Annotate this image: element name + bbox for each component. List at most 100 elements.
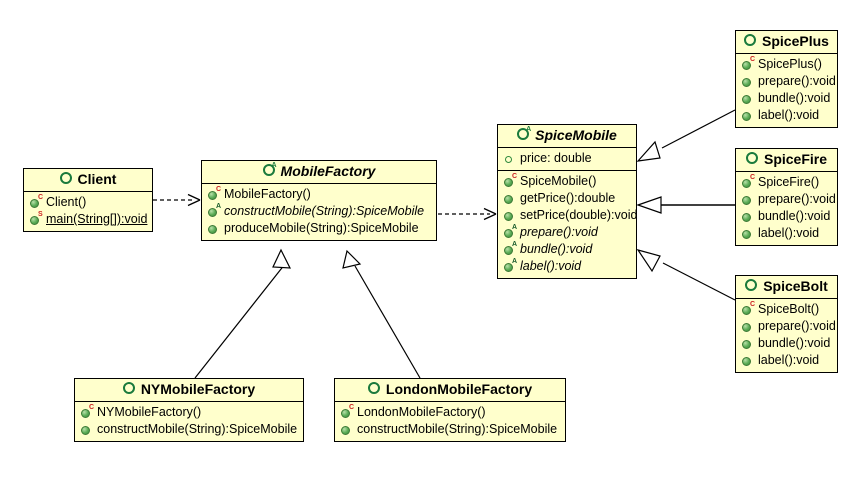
member-public-icon (741, 354, 756, 368)
member-row[interactable]: C LondonMobileFactory() (338, 404, 562, 421)
class-header-client: Client (24, 169, 152, 192)
member-label: bundle():void (758, 209, 831, 223)
member-label: Client() (46, 195, 87, 209)
class-icon (744, 34, 759, 48)
member-label: main(String[]):void (46, 212, 148, 226)
member-row[interactable]: C SpicePlus() (739, 56, 834, 73)
member-label: bundle():void (520, 242, 593, 256)
member-label: prepare():void (758, 192, 836, 206)
member-public-icon (741, 75, 756, 89)
member-row[interactable]: prepare():void (739, 318, 836, 335)
member-constructor-icon: C (503, 173, 518, 189)
methods-compartment: C SpicePlus() prepare():void bundle():vo… (736, 54, 837, 127)
member-row[interactable]: A label():void (501, 258, 633, 275)
member-row[interactable]: getPrice():double (501, 190, 633, 207)
member-public-icon (741, 193, 756, 207)
member-row[interactable]: constructMobile(String):SpiceMobile (78, 421, 300, 438)
member-row[interactable]: S main(String[]):void (27, 211, 149, 228)
member-protected-icon (503, 152, 518, 166)
member-label: label():void (758, 108, 820, 122)
class-icon (122, 382, 138, 396)
member-row[interactable]: C NYMobileFactory() (78, 404, 300, 421)
member-row[interactable]: A prepare():void (501, 224, 633, 241)
member-row[interactable]: bundle():void (739, 335, 834, 352)
member-row[interactable]: prepare():void (739, 191, 836, 208)
member-public-icon (340, 423, 355, 437)
class-name-label: SpicePlus (762, 33, 829, 49)
class-box-nymobilefactory[interactable]: NYMobileFactory C NYMobileFactory() cons… (74, 378, 304, 442)
member-label: SpicePlus() (758, 57, 822, 71)
member-row[interactable]: A constructMobile(String):SpiceMobile (205, 203, 433, 220)
member-label: constructMobile(String):SpiceMobile (224, 204, 425, 218)
member-constructor-icon: C (29, 194, 44, 210)
member-row[interactable]: constructMobile(String):SpiceMobile (338, 421, 562, 438)
member-label: produceMobile(String):SpiceMobile (224, 221, 419, 235)
member-row[interactable]: label():void (739, 352, 834, 369)
member-row[interactable]: C MobileFactory() (205, 186, 433, 203)
methods-compartment: C SpiceMobile() getPrice():double setPri… (498, 170, 637, 278)
member-row[interactable]: produceMobile(String):SpiceMobile (205, 220, 433, 237)
member-label: label():void (758, 353, 820, 367)
member-row[interactable]: label():void (739, 107, 834, 124)
class-name-label: SpiceBolt (763, 278, 828, 294)
class-box-spicefire[interactable]: SpiceFire C SpiceFire() prepare():void b… (735, 148, 838, 246)
member-abstract-icon: A (503, 224, 518, 240)
member-label: setPrice(double):void (520, 208, 638, 222)
member-row[interactable]: setPrice(double):void (501, 207, 637, 224)
fields-compartment: price: double (498, 148, 636, 170)
member-label: MobileFactory() (224, 187, 311, 201)
class-name-label: Client (77, 171, 117, 187)
member-public-icon (741, 92, 756, 106)
member-public-icon (80, 423, 95, 437)
class-icon (367, 382, 383, 396)
member-label: prepare():void (520, 225, 598, 239)
member-public-icon (741, 337, 756, 351)
member-row[interactable]: C SpiceMobile() (501, 173, 633, 190)
connector-mobilefactory-to-spicemobile (438, 207, 497, 221)
class-header-nymobilefactory: NYMobileFactory (75, 379, 303, 402)
connector-nymobilefactory-to-mobilefactory (194, 248, 292, 379)
methods-compartment: C LondonMobileFactory() constructMobile(… (335, 402, 565, 441)
member-row[interactable]: C SpiceBolt() (739, 301, 834, 318)
member-label: NYMobileFactory() (97, 405, 202, 419)
methods-compartment: C NYMobileFactory() constructMobile(Stri… (75, 402, 303, 441)
class-box-spicebolt[interactable]: SpiceBolt C SpiceBolt() prepare():void b… (735, 275, 838, 373)
member-row[interactable]: label():void (739, 225, 834, 242)
class-box-client[interactable]: Client C Client() S main(String[]):void (23, 168, 153, 232)
abstract-class-icon: A (262, 162, 278, 178)
member-label: LondonMobileFactory() (357, 405, 486, 419)
member-row[interactable]: prepare():void (739, 73, 836, 90)
member-label: bundle():void (758, 91, 831, 105)
member-label: SpiceFire() (758, 175, 820, 189)
class-header-londonmobilefactory: LondonMobileFactory (335, 379, 565, 402)
class-name-label: LondonMobileFactory (385, 381, 533, 397)
class-icon (745, 152, 761, 166)
member-label: SpiceMobile() (520, 174, 597, 188)
member-row[interactable]: C Client() (27, 194, 149, 211)
member-label: SpiceBolt() (758, 302, 820, 316)
member-constructor-icon: C (741, 174, 756, 190)
member-abstract-icon: A (503, 241, 518, 257)
connector-spicebolt-to-spicemobile (636, 248, 736, 301)
class-box-spiceplus[interactable]: SpicePlus C SpicePlus() prepare():void b… (735, 30, 838, 128)
methods-compartment: C MobileFactory() A constructMobile(Stri… (202, 184, 436, 240)
class-box-londonmobilefactory[interactable]: LondonMobileFactory C LondonMobileFactor… (334, 378, 566, 442)
member-label: bundle():void (758, 336, 831, 350)
connector-client-to-mobilefactory (153, 193, 201, 207)
methods-compartment: C SpiceFire() prepare():void bundle():vo… (736, 172, 837, 245)
member-row[interactable]: bundle():void (739, 208, 834, 225)
member-row[interactable]: A bundle():void (501, 241, 633, 258)
class-name-label: SpiceMobile (535, 127, 617, 143)
member-label: constructMobile(String):SpiceMobile (97, 422, 298, 436)
member-row[interactable]: bundle():void (739, 90, 834, 107)
member-label: getPrice():double (520, 191, 616, 205)
methods-compartment: C Client() S main(String[]):void (24, 192, 152, 231)
member-row[interactable]: price: double (501, 150, 633, 167)
methods-compartment: C SpiceBolt() prepare():void bundle():vo… (736, 299, 837, 372)
member-row[interactable]: C SpiceFire() (739, 174, 834, 191)
